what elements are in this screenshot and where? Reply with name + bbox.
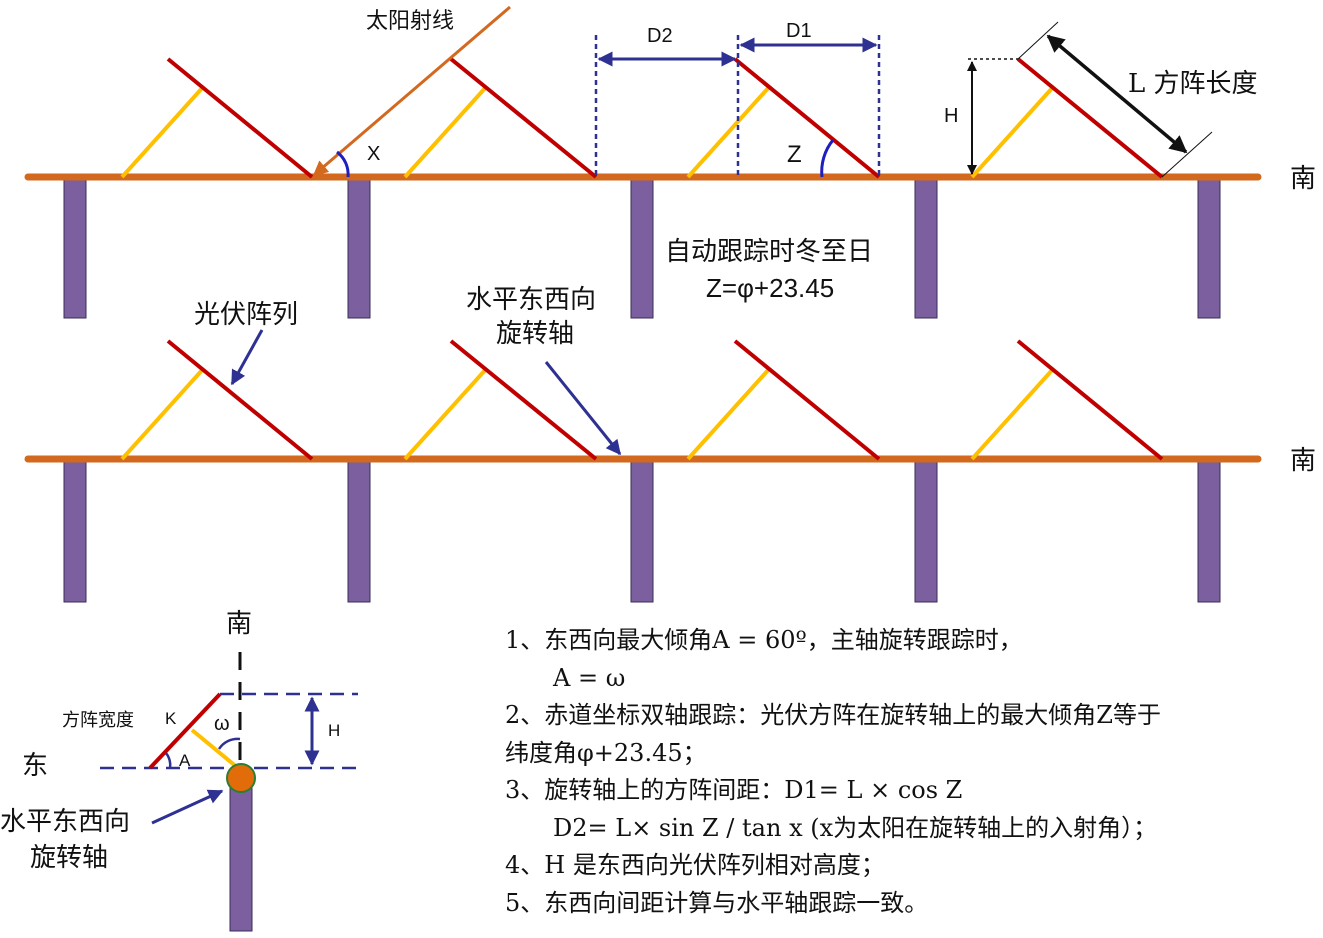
angle-z-label: Z bbox=[787, 141, 802, 168]
l-ext-line bbox=[1161, 131, 1213, 178]
l-ext-line bbox=[1017, 21, 1059, 60]
inset-south-label: 南 bbox=[226, 609, 252, 639]
row-1: 太阳射线 X D2 D1 Z H L 方阵长度 南 自动跟踪时冬至日 Z=φ+2… bbox=[24, 5, 1316, 319]
post bbox=[1197, 459, 1221, 603]
d1-label: D1 bbox=[786, 20, 812, 42]
note-item: 纬度角φ+23.45； bbox=[505, 738, 707, 767]
panel-support bbox=[970, 366, 1056, 461]
axis-label-line2: 旋转轴 bbox=[496, 319, 574, 349]
note-item: 3、旋转轴上的方阵间距：D1= L × cos Z bbox=[505, 776, 963, 804]
post bbox=[63, 459, 87, 603]
panel-support bbox=[120, 366, 206, 461]
inset-panel bbox=[148, 692, 222, 770]
post bbox=[630, 177, 654, 319]
pv-panel-group bbox=[686, 57, 881, 179]
pv-panel bbox=[733, 339, 881, 461]
sun-ray-arrow bbox=[312, 5, 511, 177]
pv-panel bbox=[449, 339, 598, 461]
angle-omega-arc bbox=[217, 737, 241, 750]
angle-z-arc bbox=[820, 139, 835, 178]
post bbox=[630, 459, 654, 603]
post bbox=[914, 177, 938, 319]
k-label: K bbox=[165, 709, 177, 728]
array-length-label: L 方阵长度 bbox=[1128, 69, 1258, 99]
pv-panel-group bbox=[403, 339, 598, 461]
a-label: A bbox=[179, 751, 191, 770]
south-label: 南 bbox=[1290, 446, 1316, 476]
pv-panel bbox=[1016, 339, 1164, 461]
inset-axis-label-line2: 旋转轴 bbox=[30, 843, 108, 873]
note-item: D2= L× sin Z / tan x (x为太阳在旋转轴上的入射角）； bbox=[553, 813, 1158, 842]
sun-ray-label: 太阳射线 bbox=[366, 9, 454, 34]
z-formula: Z=φ+23.45 bbox=[706, 273, 834, 303]
angle-x-arc bbox=[336, 150, 350, 178]
pv-panel bbox=[733, 57, 881, 179]
inset-h-label: H bbox=[328, 721, 340, 740]
note-item: 5、东西向间距计算与水平轴跟踪一致。 bbox=[505, 888, 929, 917]
inset-axis-label-line1: 水平东西向 bbox=[0, 807, 130, 837]
pv-panel bbox=[166, 339, 314, 461]
note-item: A = ω bbox=[553, 663, 626, 692]
post bbox=[1197, 177, 1221, 319]
inset-axis-arrow bbox=[151, 789, 224, 825]
axis-label-line1: 水平东西向 bbox=[466, 285, 596, 315]
post bbox=[347, 177, 371, 319]
row-2: 南 光伏阵列 水平东西向 旋转轴 bbox=[24, 285, 1316, 603]
l-arrow bbox=[1046, 34, 1188, 154]
notes-panel: 1、东西向最大倾角A = 60º，主轴旋转跟踪时， A = ω 2、赤道坐标双轴… bbox=[505, 622, 1320, 922]
panel-support bbox=[403, 366, 489, 461]
axis-arrow bbox=[544, 361, 622, 456]
inset-diagram: 南 H 方阵宽度 K ω A 东 水平东西向 旋转轴 bbox=[0, 609, 358, 932]
pv-panel bbox=[166, 57, 314, 179]
note-item: 4、H 是东西向光伏阵列相对高度； bbox=[505, 851, 885, 879]
pv-array-label: 光伏阵列 bbox=[194, 300, 298, 330]
omega-label: ω bbox=[214, 713, 230, 735]
note-item: 2、赤道坐标双轴跟踪：光伏方阵在旋转轴上的最大倾角Z等于 bbox=[505, 701, 1161, 729]
angle-a-arc bbox=[164, 752, 172, 769]
post bbox=[914, 459, 938, 603]
panel-support bbox=[686, 366, 772, 461]
pv-panel-group bbox=[686, 339, 881, 461]
angle-x-label: X bbox=[367, 143, 380, 165]
inset-support bbox=[190, 728, 240, 770]
panel-support bbox=[120, 84, 206, 179]
h-label: H bbox=[944, 105, 958, 127]
panel-support bbox=[686, 84, 772, 179]
post bbox=[347, 459, 371, 603]
panel-support bbox=[970, 84, 1056, 179]
rotation-axis-dot bbox=[226, 763, 256, 793]
winter-solstice-label: 自动跟踪时冬至日 bbox=[665, 237, 873, 267]
pv-panel-group bbox=[403, 57, 598, 179]
pv-array-arrow bbox=[230, 329, 264, 386]
pv-panel-group bbox=[970, 339, 1164, 461]
inset-post bbox=[229, 782, 253, 932]
pv-panel bbox=[449, 57, 598, 179]
south-label: 南 bbox=[1290, 164, 1316, 194]
post bbox=[63, 177, 87, 319]
note-item: 1、东西向最大倾角A = 60º，主轴旋转跟踪时， bbox=[505, 626, 1023, 654]
panel-support bbox=[403, 84, 489, 179]
array-width-label: 方阵宽度 bbox=[62, 710, 134, 731]
d2-label: D2 bbox=[647, 25, 673, 47]
east-label: 东 bbox=[22, 751, 48, 781]
pv-panel-group bbox=[120, 57, 314, 179]
pv-panel-group bbox=[120, 339, 314, 461]
